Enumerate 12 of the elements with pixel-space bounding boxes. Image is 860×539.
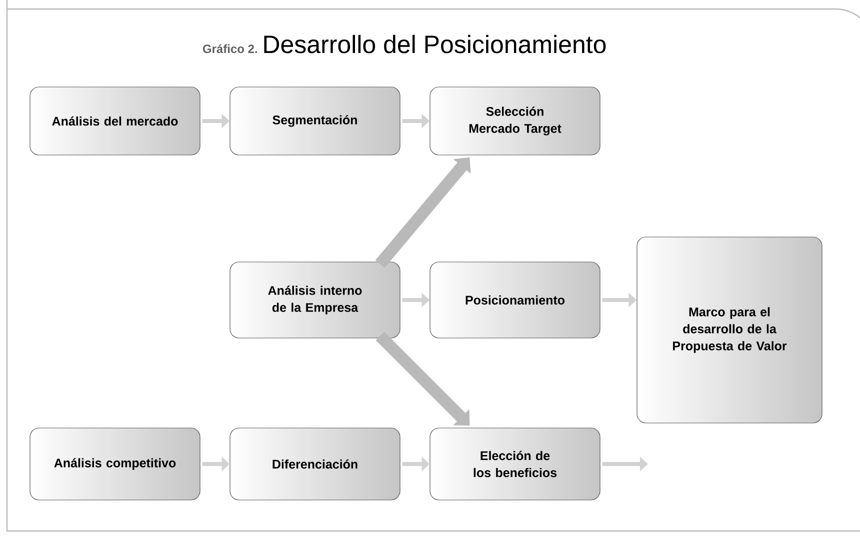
process-box: Elección de los beneficios (430, 428, 600, 500)
process-box: Análisis competitivo (30, 428, 200, 500)
process-box: Marco para el desarrollo de la Propuesta de Valor (636, 236, 822, 424)
figure-number: Gráfico 2. (202, 44, 257, 54)
process-box: Segmentación (230, 86, 400, 156)
arrow (376, 332, 470, 426)
process-box: Selección Mercado Target (430, 86, 600, 156)
process-box: Posicionamiento (430, 262, 600, 338)
process-box: Análisis interno de la Empresa (230, 262, 400, 338)
process-box: Análisis del mercado (30, 86, 200, 156)
process-box: Diferenciación (230, 428, 400, 500)
title: Desarrollo del Posicionamiento (264, 34, 606, 54)
